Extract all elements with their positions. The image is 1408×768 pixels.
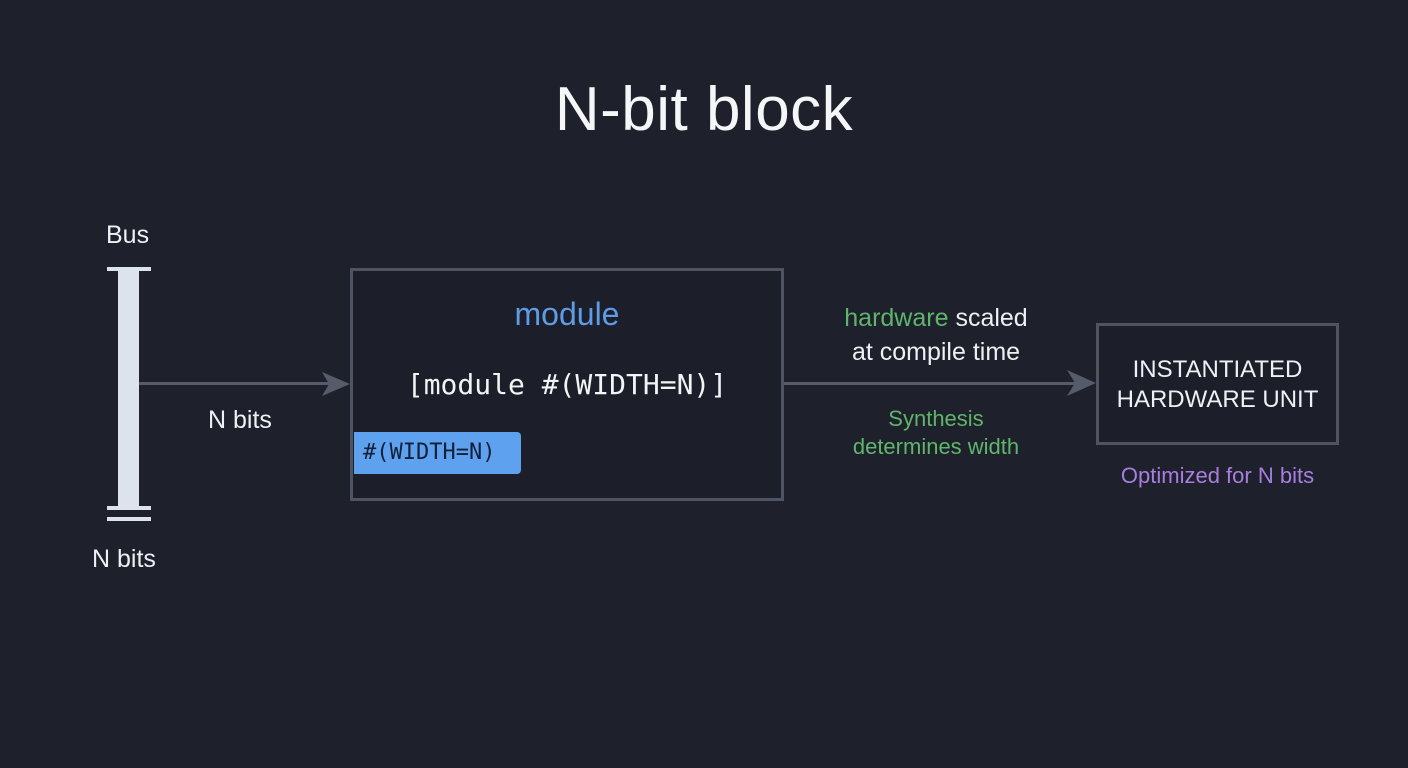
bus-bar: [118, 269, 139, 509]
hardware-highlight: hardware: [844, 304, 949, 332]
annotation-top-line1: hardware scaled: [800, 304, 1072, 333]
bus-width-label: N bits: [92, 545, 156, 573]
module-to-output-line: [784, 382, 1080, 385]
module-code: [module #(WIDTH=N)]: [406, 368, 728, 401]
page-title: N-bit block: [554, 75, 854, 144]
arrow-head-icon: [322, 372, 350, 396]
bus-to-module-line: [139, 382, 331, 385]
module-keyword: module: [514, 296, 620, 332]
output-box-line1: INSTANTIATED: [1132, 356, 1303, 383]
arrow-head-icon: [1067, 370, 1096, 396]
param-tag: #(WIDTH=N): [354, 432, 521, 474]
annotation-bottom-line2: determines width: [852, 434, 1020, 459]
scaled-text: scaled: [948, 304, 1028, 332]
connector-label: N bits: [208, 406, 272, 434]
bus-bottom-cap: [107, 506, 151, 510]
bus-label: Bus: [106, 221, 150, 249]
output-caption: Optimized for N bits: [1120, 463, 1315, 488]
output-box: [1096, 323, 1339, 445]
annotation-top-line2: at compile time: [851, 338, 1021, 366]
bus-bottom-cap-2: [107, 517, 151, 521]
output-box-line2: HARDWARE UNIT: [1116, 386, 1319, 413]
annotation-bottom-line1: Synthesis: [888, 406, 984, 431]
